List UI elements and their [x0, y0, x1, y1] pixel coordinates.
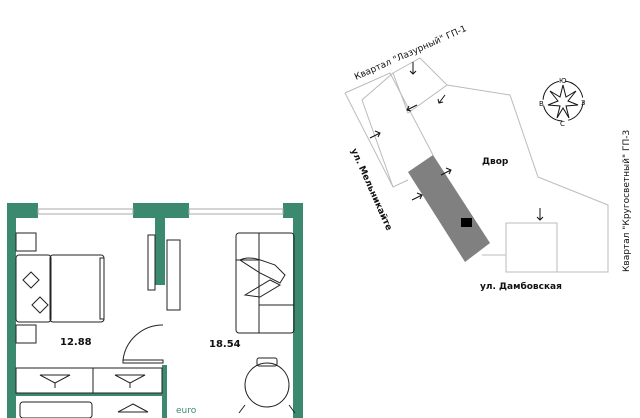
bed	[15, 232, 105, 344]
site-plan: Квартал "Лазурный" ГП-1 Квартал "Кругосв…	[344, 24, 632, 292]
apartment-type-label: euro	[176, 406, 197, 416]
room-area-living: 18.54	[209, 339, 241, 350]
room-area-bedroom: 12.88	[60, 337, 92, 348]
entrance-arrows	[369, 62, 544, 221]
label-east-block: Квартал "Кругосветный" ГП-3	[622, 130, 632, 272]
label-street-west: ул. Мельникайте	[348, 147, 393, 232]
label-north-block: Квартал "Лазурный" ГП-1	[353, 24, 468, 83]
label-yard: Двор	[482, 157, 509, 167]
compass-right: З	[581, 99, 586, 107]
compass-left: В	[539, 100, 544, 108]
building	[408, 155, 490, 262]
floor-plan: 12.88 18.54 euro	[7, 203, 303, 418]
door	[122, 324, 164, 364]
wardrobes	[15, 367, 163, 418]
dining-table	[238, 357, 296, 414]
windows	[37, 208, 284, 215]
label-street-south: ул. Дамбовская	[480, 281, 562, 292]
building-entrance	[461, 218, 472, 227]
site-outlines	[344, 57, 609, 273]
tv-units	[147, 234, 181, 311]
walls	[7, 203, 303, 418]
compass-icon: Ю З С В	[539, 77, 586, 128]
sofa	[235, 232, 295, 334]
compass-top: Ю	[559, 77, 567, 85]
compass-bottom: С	[560, 120, 565, 128]
